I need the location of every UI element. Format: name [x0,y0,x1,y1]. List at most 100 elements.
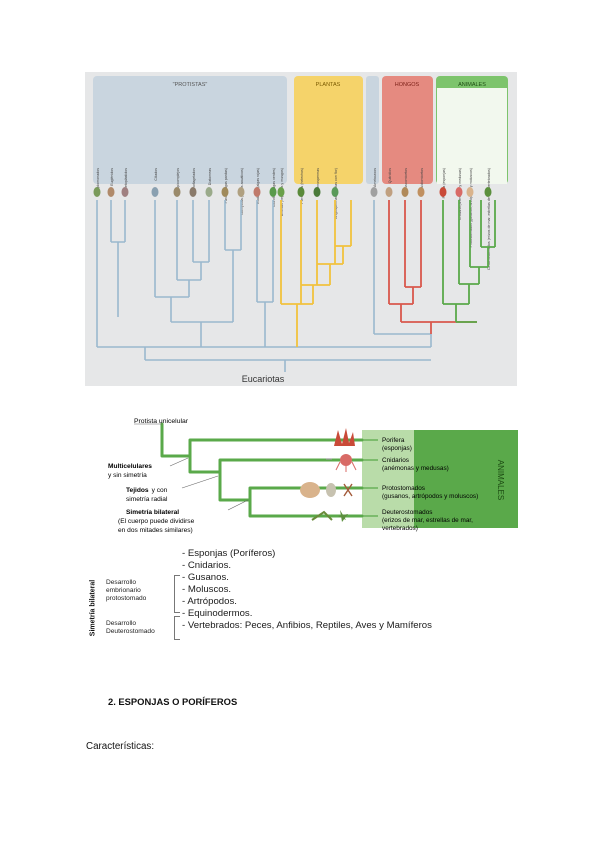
group2-line1: Desarrollo [106,620,137,627]
protist-branches [96,200,432,372]
organism-icon [253,187,261,197]
taxon-label: Diplomonados [96,168,100,191]
side-label-text: Simetría bilateral [89,579,97,637]
organism-icon [455,187,463,197]
list-item: - Artrópodos. [182,596,237,607]
group-deuterostomado-label: Desarrollo Deuterostomado [106,620,155,636]
leaf-protostomados-desc: (gusanos, artrópodos y moluscos) [382,493,478,500]
leaf-deuterostomados-desc: (erizos de mar, estrellas de mar, [382,517,473,524]
list-item: - Moluscos. [182,584,232,595]
organism-icon [189,187,197,197]
porifera-illustration [334,428,355,446]
leaf-protostomados-name: Protostomados [382,485,425,492]
list-item: - Gusanos. [182,572,229,583]
taxon-label: Euglénidos [110,168,114,186]
group-protostomado-label: Desarrollo embrionario protostomado [106,579,146,603]
organism-icon [484,187,492,197]
taxon-label: Gimnospermas [316,168,320,193]
taxon-label: Pteridofitas (helechos) [300,168,304,204]
leaf-cnidarios-desc: (anémonas y medusas) [382,465,449,472]
amebozoos-band [366,76,379,184]
group2-line2: Deuterostomado [106,628,155,635]
organism-icon [417,187,425,197]
leaf-deuterostomados-desc2: vertebrados) [382,525,418,532]
animal-branches [160,422,364,518]
taxon-label: Diatomeas [208,168,212,185]
organism-icon [370,187,378,197]
caracteristicas-subheading: Características: [86,741,155,752]
brace-deuterostomado [174,616,180,640]
node-bilateral-desc2: en dos mitades similares) [118,527,193,534]
brace-protostomado [174,575,180,613]
organism-icon [313,187,321,197]
group1-line3: protostomado [106,595,147,602]
taxon-label: Dinoflagelados [192,168,196,192]
taxon-label: Quitridios [388,168,392,183]
organism-icon [205,187,213,197]
protistas-band [93,76,287,184]
organism-icon [107,187,115,197]
organism-icon [93,187,101,197]
taxon-label: Deuterostomados (erizos de mar, estrella… [487,168,491,270]
leaf-porifera-desc: (esponjas) [382,445,412,452]
group1-line1: Desarrollo [106,579,137,586]
taxon-label: Rodofitas (algas rojas) [256,168,260,204]
organism-icon [297,187,305,197]
deuterostomados-illustration [311,510,348,522]
animales-band-inner [437,88,507,184]
taxon-label: Pardas (algas pardas) [224,168,228,203]
plant-branches [280,200,352,347]
fungi-branches [388,200,477,334]
node-multicelulares-label: Multicelulares [108,463,152,470]
group-label-hongos: HONGOS [395,82,420,88]
list-item: - Esponjas (Poríferos) [182,548,276,559]
taxon-label: Kinetoplástidos [124,168,128,193]
classification-list: - Esponjas (Poríferos) - Cnidarios. - Gu… [182,548,432,632]
leaf-deuterostomados-name: Deuterostomados [382,509,432,516]
animales-band-gradient [362,430,414,528]
organism-icon [401,187,409,197]
animal-branches [442,200,496,323]
section-heading: 2. ESPONJAS O PORÍFEROS [108,696,238,707]
group-label-plantas: PLANTAS [316,82,341,88]
start-label: Protista unicelular [134,418,189,425]
organism-icon [173,187,181,197]
taxon-label: Ascomicetos [404,168,408,189]
eukaryote-tree-figure: "PROTISTAS" PLANTAS HONGOS ANIMALES Dipl… [85,72,517,386]
organism-icon [331,187,339,197]
taxon-label: Porifera (esponjas) [442,168,446,198]
taxon-label: Ciliados [154,168,158,181]
taxon-label: Apicomplejos [176,168,180,190]
organism-icon [237,187,245,197]
node-tejidos-desc: simetría radial [126,496,168,503]
organism-icon [121,187,129,197]
node-pointers [134,423,249,511]
animales-band-label: ANIMALES [496,460,505,500]
organism-icon [269,187,277,197]
taxon-label: Amebozoos [373,168,377,187]
organism-icon [466,187,474,197]
animal-evolution-figure: ANIMALES Protista unicelular Multicelula… [108,418,518,534]
list-item: - Cnidarios. [182,560,232,571]
taxon-label: Basidiomicetos [420,168,424,192]
organism-icon [221,187,229,197]
plantas-band [294,76,363,184]
leaf-connectors [362,439,378,517]
simetria-bilateral-side-label: Simetría bilateral [86,576,100,640]
protostomados-illustration [300,482,353,498]
organism-icon [385,187,393,197]
node-bilateral-label: Simetría bilateral [126,509,179,516]
group-label-protistas: "PROTISTAS" [173,82,208,88]
organism-icon [439,187,447,197]
list-item: - Vertebrados: Peces, Anfibios, Reptiles… [182,620,432,631]
list-item: - Equinodermos. [182,608,253,619]
leaf-cnidarios-name: Cnidarios [382,457,409,464]
organism-icon [151,187,159,197]
root-label-eucariotas: Eucariotas [242,374,285,384]
leaf-porifera-name: Porifera [382,437,405,444]
hongos-band [382,76,433,184]
node-bilateral-desc1: (El cuerpo puede dividirse [118,518,195,525]
animales-band [412,430,518,528]
node-multicelulares-desc: y sin simetría [108,472,147,479]
taxon-label: Protostomados (gusanos, artrópodos y mol… [469,168,473,247]
